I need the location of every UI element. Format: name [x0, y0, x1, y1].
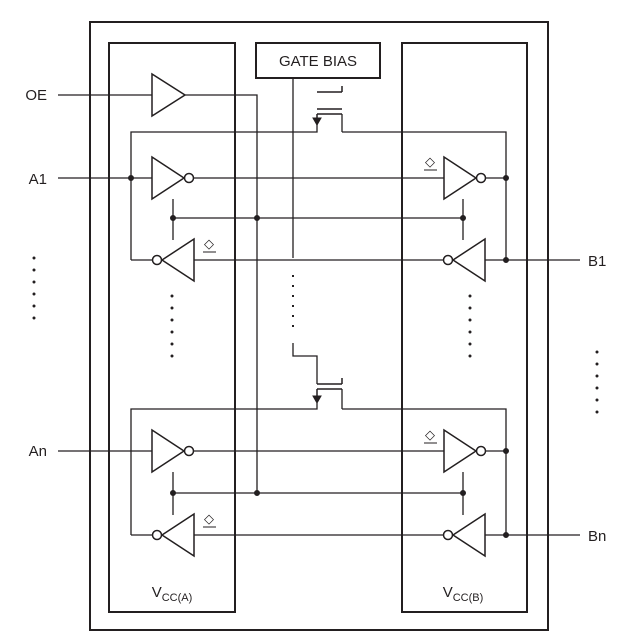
- b1-to-a1-buffer-b-side: [451, 237, 486, 283]
- b1-lower-inversion-bubble: [442, 254, 454, 266]
- a-side-upper-bus: [130, 118, 318, 260]
- vcc-a-domain-box: [108, 42, 236, 613]
- an-lower-inversion-bubble: [151, 529, 163, 541]
- b1-to-a1-buffer-a-side: [160, 237, 195, 283]
- chn-enable-bus: [172, 472, 464, 494]
- a1-junction-dot: [128, 175, 134, 181]
- a-side-lower-bus: [130, 403, 318, 535]
- bn-to-an-buffer-a-side: [160, 512, 195, 558]
- vcc-a-main: V: [152, 584, 162, 601]
- vcc-b-domain-box: [401, 42, 528, 613]
- bn-to-an-buffer-b-side: [451, 512, 486, 558]
- an-buffer-inversion-bubble: [183, 445, 195, 457]
- bn-upper-junction-dot: [503, 448, 509, 454]
- bn-lower-inversion-bubble: [442, 529, 454, 541]
- vcc-b-main: V: [443, 584, 453, 601]
- oe-pin-label: OE: [25, 87, 47, 104]
- a1-pin-label: A1: [29, 171, 47, 188]
- b1-side-buffer-upper: [443, 155, 478, 201]
- b-side-lower-bus: [342, 408, 507, 535]
- bn-pin-label: Bn: [588, 528, 606, 545]
- bn-side-buffer-upper: [443, 428, 478, 474]
- pass-transistor-bottom: [312, 378, 343, 409]
- b1-upper-junction-dot: [503, 175, 509, 181]
- ch1-enable-bus: [172, 199, 464, 219]
- bn-upper-diamond-symbol: ◇: [425, 427, 435, 442]
- vcc-b-sub: CC(B): [453, 592, 484, 604]
- b1-pin-label: B1: [588, 253, 606, 270]
- oe-buffer: [151, 72, 187, 118]
- an-pin-label: An: [29, 443, 47, 460]
- vcc-b-label: VCC(B): [443, 584, 484, 604]
- b1-upper-diamond-symbol: ◇: [425, 154, 435, 169]
- a1-buffer-inversion-bubble: [183, 172, 195, 184]
- oe-output-wire: [185, 94, 258, 493]
- gate-bias-wire-bottom: [292, 343, 318, 384]
- vcc-a-sub: CC(A): [162, 592, 193, 604]
- a1-to-b1-buffer: [151, 155, 186, 201]
- an-lower-diamond-symbol: ◇: [204, 511, 214, 526]
- b1-upper-inversion-bubble: [475, 172, 487, 184]
- gate-bias-label: GATE BIAS: [279, 53, 357, 70]
- chn-enable-junction-oe: [254, 490, 260, 496]
- b-side-upper-bus: [342, 131, 507, 260]
- outer-boundary: [89, 21, 549, 631]
- a1-lower-inversion-bubble: [151, 254, 163, 266]
- bn-upper-inversion-bubble: [475, 445, 487, 457]
- ch1-enable-junction-oe: [254, 215, 260, 221]
- vcc-a-label: VCC(A): [152, 584, 193, 604]
- an-to-bn-buffer: [151, 428, 186, 474]
- a1-lower-diamond-symbol: ◇: [204, 236, 214, 251]
- gate-bias-box: [255, 42, 381, 79]
